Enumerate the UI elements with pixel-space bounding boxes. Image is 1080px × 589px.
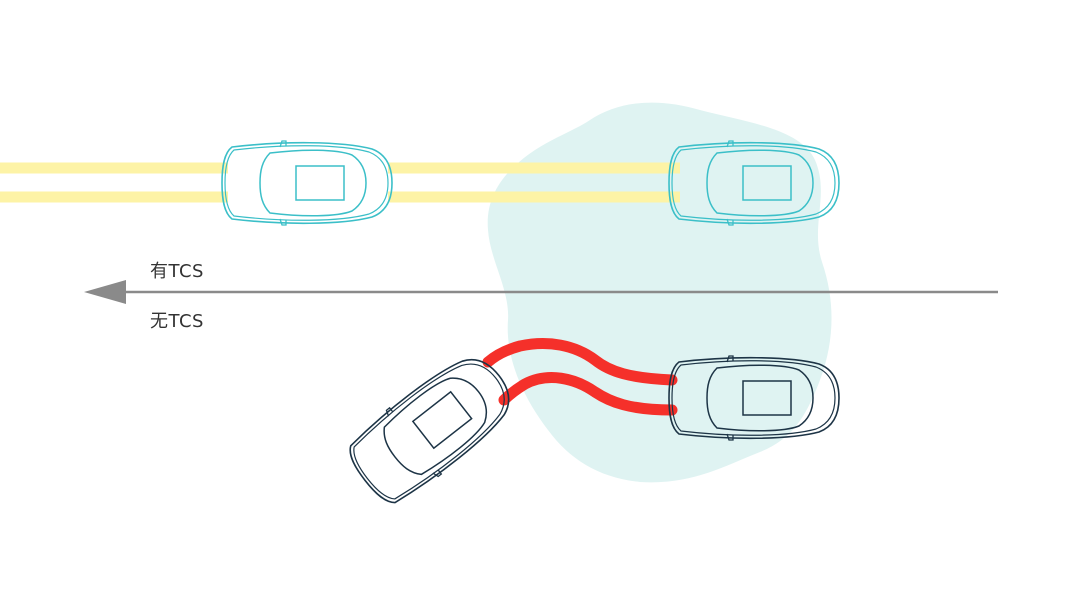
- without-tcs-label: 无TCS: [150, 311, 204, 332]
- arrow-left-icon: [84, 280, 998, 304]
- skid-marks-without-tcs: [482, 338, 678, 416]
- car-icon: [221, 140, 393, 226]
- tire-tracks-with-tcs: [0, 162, 680, 203]
- car-icon: [338, 341, 526, 515]
- with-tcs-label: 有TCS: [150, 261, 204, 282]
